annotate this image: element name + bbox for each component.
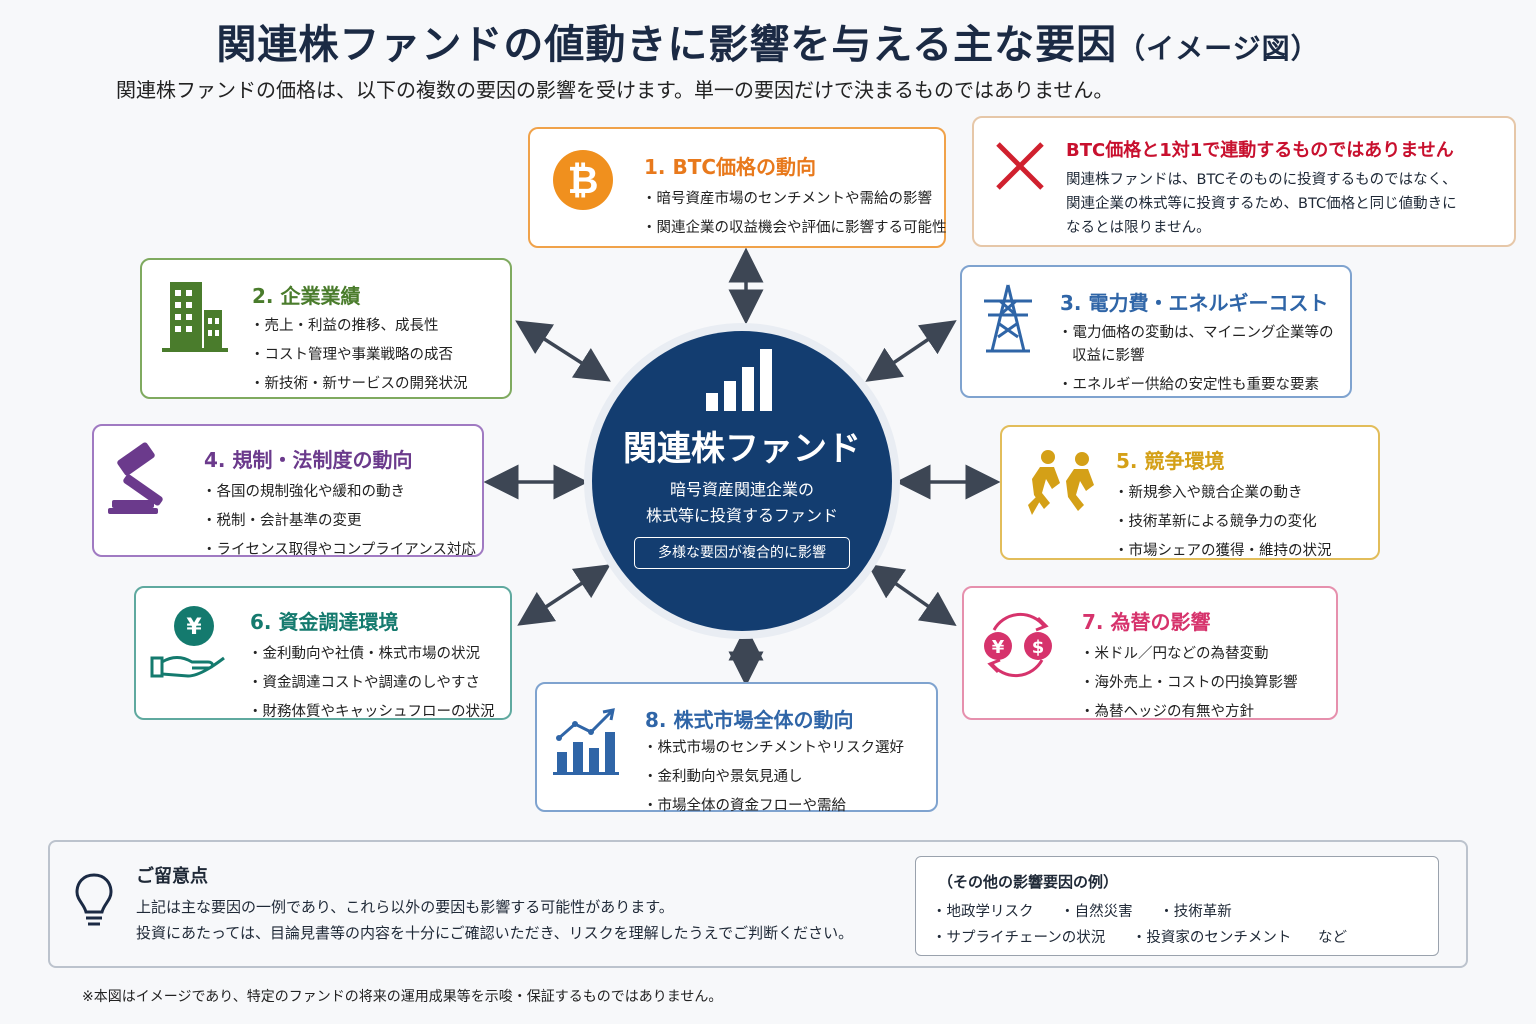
center-badge: 多様な要因が複合的に影響 xyxy=(634,537,850,569)
factor-1-list: 暗号資産市場のセンチメントや需給の影響 関連企業の収益機会や評価に影響する可能性 xyxy=(642,187,947,245)
list-item: 自然災害 xyxy=(1060,899,1133,925)
arrow-2 xyxy=(515,320,611,382)
warning-title: BTC価格と1対1で連動するものではありません xyxy=(1066,140,1454,161)
list-item: 金利動向や社債・株式市場の状況 xyxy=(248,642,495,663)
factor-4-box: 4. 規制・法制度の動向 各国の規制強化や緩和の動き 税制・会計基準の変更 ライ… xyxy=(92,424,484,558)
list-item: 新技術・新サービスの開発状況 xyxy=(250,372,468,393)
list-item: コスト管理や事業戦略の成否 xyxy=(250,343,468,364)
svg-text:¥: ¥ xyxy=(992,637,1005,658)
gavel-icon xyxy=(108,442,163,514)
list-item: 地政学リスク xyxy=(932,899,1034,925)
list-item: 技術革新による競争力の変化 xyxy=(1114,510,1332,531)
arrow-3 xyxy=(865,320,957,382)
lightbulb-icon xyxy=(75,873,113,926)
center-fund-circle: 関連株ファンド 暗号資産関連企業の 株式等に投資するファンド 多様な要因が複合的… xyxy=(592,331,892,631)
power-tower-icon xyxy=(984,284,1032,353)
growth-chart-icon xyxy=(553,708,619,775)
page-title: 関連株ファンドの値動きに影響を与える主な要因（イメージ図） xyxy=(216,22,1320,68)
list-item: 投資家のセンチメント xyxy=(1132,925,1291,951)
list-item: 為替ヘッジの有無や方針 xyxy=(1080,700,1298,721)
currency-exchange-icon: ¥ $ xyxy=(984,612,1052,678)
list-item: 関連企業の収益機会や評価に影響する可能性 xyxy=(642,216,947,237)
list-item: ライセンス取得やコンプライアンス対応 xyxy=(202,538,476,559)
intro-text: 関連株ファンドの価格は、以下の複数の要因の影響を受けます。単一の要因だけで決まる… xyxy=(116,78,1114,102)
arrow-7 xyxy=(867,564,957,626)
page-title-suffix: （イメージ図） xyxy=(1117,32,1320,65)
other-factors-list: 地政学リスク 自然災害 技術革新 サプライチェーンの状況 投資家のセンチメント … xyxy=(932,899,1432,951)
note-text: 上記は主な要因の一例であり、これら以外の要因も影響する可能性があります。 投資に… xyxy=(136,898,854,942)
factor-8-list: 株式市場のセンチメントやリスク選好 金利動向や景気見通し 市場全体の資金フローや… xyxy=(643,736,905,823)
factor-3-title: 3. 電力費・エネルギーコスト xyxy=(1060,291,1329,315)
bar-chart-icon xyxy=(706,349,772,411)
factor-2-list: 売上・利益の推移、成長性 コスト管理や事業戦略の成否 新技術・新サービスの開発状… xyxy=(250,314,468,401)
list-item: エネルギー供給の安定性も重要な要素 xyxy=(1058,373,1334,394)
list-item: 新規参入や競合企業の動き xyxy=(1114,481,1332,502)
factor-7-title: 7. 為替の影響 xyxy=(1082,610,1211,634)
list-item: 税制・会計基準の変更 xyxy=(202,509,476,530)
list-item: 売上・利益の推移、成長性 xyxy=(250,314,468,335)
warning-text: 関連株ファンドは、BTCそのものに投資するものではなく、 関連企業の株式等に投資… xyxy=(1066,172,1457,236)
factor-1-title: 1. BTC価格の動向 xyxy=(644,155,817,179)
list-item: 市場シェアの獲得・維持の状況 xyxy=(1114,539,1332,560)
factor-3-box: 3. 電力費・エネルギーコスト 電力価格の変動は、マイニング企業等の 収益に影響… xyxy=(960,265,1352,398)
warning-box: BTC価格と1対1で連動するものではありません 関連株ファンドは、BTCそのもの… xyxy=(972,116,1516,247)
yen-hand-icon: ¥ xyxy=(150,606,225,678)
factor-6-box: ¥ 6. 資金調達環境 金利動向や社債・株式市場の状況 資金調達コストや調達のし… xyxy=(134,586,512,720)
factor-1-box: ₿ 1. BTC価格の動向 暗号資産市場のセンチメントや需給の影響 関連企業の収… xyxy=(528,127,947,248)
other-factors-box: （その他の影響要因の例） 地政学リスク 自然災害 技術革新 サプライチェーンの状… xyxy=(915,856,1439,956)
factor-8-title: 8. 株式市場全体の動向 xyxy=(645,708,854,732)
list-item: 財務体質やキャッシュフローの状況 xyxy=(248,700,495,721)
other-factors-title: （その他の影響要因の例） xyxy=(938,873,1119,891)
list-item: 各国の規制強化や緩和の動き xyxy=(202,480,476,501)
factor-4-title: 4. 規制・法制度の動向 xyxy=(204,448,413,472)
factor-7-list: 米ドル／円などの為替変動 海外売上・コストの円換算影響 為替ヘッジの有無や方針 xyxy=(1080,642,1298,729)
list-item: 資金調達コストや調達のしやすさ xyxy=(248,671,495,692)
factor-5-title: 5. 競争環境 xyxy=(1116,449,1225,473)
cross-icon xyxy=(996,142,1044,190)
factor-2-title: 2. 企業業績 xyxy=(252,284,361,308)
svg-text:¥: ¥ xyxy=(186,615,202,640)
note-title: ご留意点 xyxy=(136,866,208,887)
other-factors-suffix: など xyxy=(1318,930,1347,946)
runners-icon xyxy=(1028,450,1094,515)
list-item-continuation: 収益に影響 xyxy=(1072,348,1145,364)
factor-7-box: ¥ $ 7. 為替の影響 米ドル／円などの為替変動 海外売上・コストの円換算影響… xyxy=(962,586,1338,720)
factor-6-title: 6. 資金調達環境 xyxy=(250,610,399,634)
svg-text:₿: ₿ xyxy=(568,158,599,202)
svg-text:$: $ xyxy=(1032,637,1045,658)
factor-4-list: 各国の規制強化や緩和の動き 税制・会計基準の変更 ライセンス取得やコンプライアン… xyxy=(202,480,476,567)
bitcoin-icon: ₿ xyxy=(553,150,613,210)
factor-5-box: 5. 競争環境 新規参入や競合企業の動き 技術革新による競争力の変化 市場シェア… xyxy=(1000,425,1380,560)
list-item: 金利動向や景気見通し xyxy=(643,765,904,786)
factor-6-list: 金利動向や社債・株式市場の状況 資金調達コストや調達のしやすさ 財務体質やキャッ… xyxy=(248,642,495,729)
building-icon xyxy=(162,282,228,352)
list-item: 市場全体の資金フローや需給 xyxy=(643,794,904,815)
list-item: 電力価格の変動は、マイニング企業等の xyxy=(1058,321,1334,342)
list-item: 海外売上・コストの円換算影響 xyxy=(1080,671,1298,692)
list-item: 暗号資産市場のセンチメントや需給の影響 xyxy=(642,187,947,208)
factor-8-box: 8. 株式市場全体の動向 株式市場のセンチメントやリスク選好 金利動向や景気見通… xyxy=(535,682,938,814)
list-item: サプライチェーンの状況 xyxy=(932,925,1106,951)
factor-2-box: 2. 企業業績 売上・利益の推移、成長性 コスト管理や事業戦略の成否 新技術・新… xyxy=(140,258,512,399)
arrow-6 xyxy=(517,564,611,626)
list-item: 米ドル／円などの為替変動 xyxy=(1080,642,1298,663)
list-item: 株式市場のセンチメントやリスク選好 xyxy=(643,736,905,757)
factor-5-list: 新規参入や競合企業の動き 技術革新による競争力の変化 市場シェアの獲得・維持の状… xyxy=(1114,481,1332,568)
center-title: 関連株ファンド xyxy=(623,429,861,469)
note-panel: ご留意点 上記は主な要因の一例であり、これら以外の要因も影響する可能性があります… xyxy=(48,840,1468,968)
center-subtitle: 暗号資産関連企業の 株式等に投資するファンド xyxy=(645,480,838,525)
footnote: ※本図はイメージであり、特定のファンドの将来の運用成果等を示唆・保証するものでは… xyxy=(82,989,723,1005)
factor-3-list: 電力価格の変動は、マイニング企業等の 収益に影響 エネルギー供給の安定性も重要な… xyxy=(1058,321,1334,402)
list-item: 技術革新 xyxy=(1159,899,1232,925)
